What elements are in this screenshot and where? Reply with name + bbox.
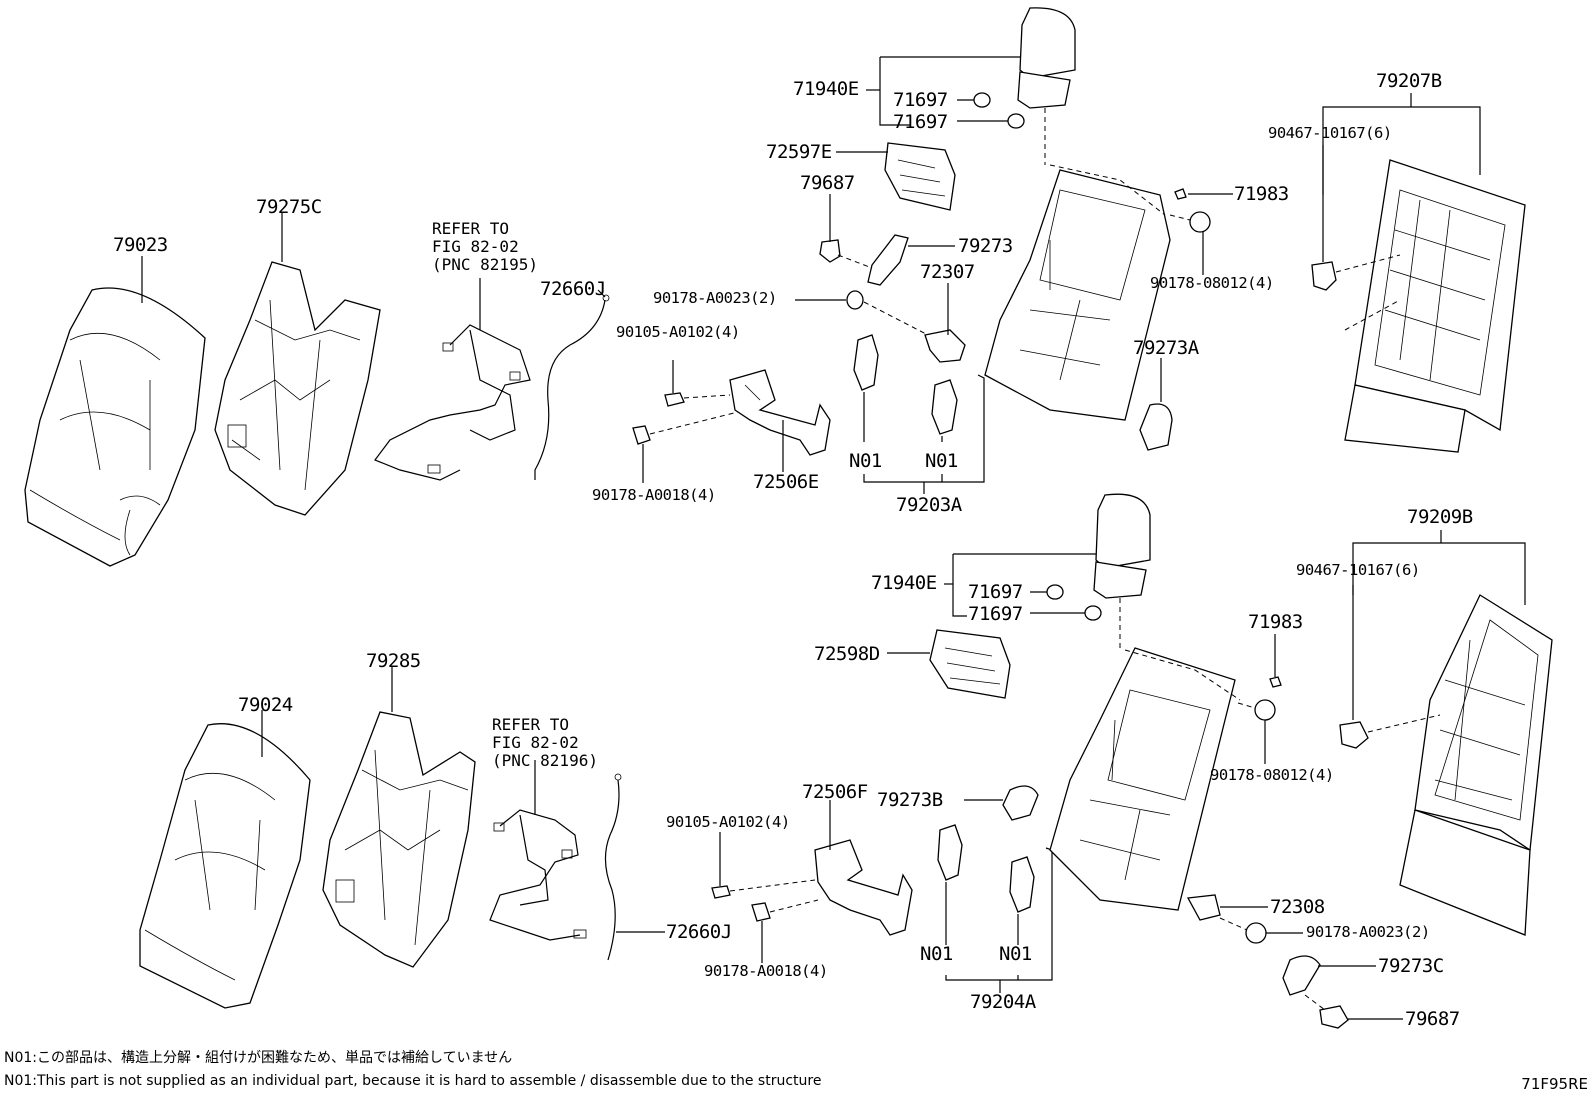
part-label-90178-A0023-bottom: 90178-A0023(2) bbox=[1306, 923, 1430, 941]
part-label-71940E-bottom: 71940E bbox=[871, 572, 937, 594]
part-label-90178-08012-bottom: 90178-08012(4) bbox=[1210, 766, 1334, 784]
part-label-79204A: 79204A bbox=[970, 991, 1036, 1013]
part-label-90105-top: 90105-A0102(4) bbox=[616, 323, 740, 341]
part-label-79285: 79285 bbox=[366, 650, 421, 672]
headrest-bottom bbox=[1093, 493, 1151, 599]
nut-90178-A0023-top bbox=[846, 290, 864, 310]
cover-79273 bbox=[867, 234, 909, 286]
seatback-pad-79275C bbox=[214, 261, 381, 516]
part-label-79687-bottom: 79687 bbox=[1405, 1008, 1460, 1030]
part-label-72660J-bottom: 72660J bbox=[666, 921, 732, 943]
cable-72660J-top bbox=[534, 299, 606, 480]
part-label-71983-top: 71983 bbox=[1234, 183, 1289, 205]
motor-N01-d bbox=[1009, 856, 1035, 913]
latch-72308 bbox=[1186, 894, 1221, 921]
part-label-90178-08012-top: 90178-08012(4) bbox=[1150, 274, 1274, 292]
seatback-cover-79024 bbox=[139, 723, 311, 1009]
nut-90178-A0018-bottom bbox=[751, 902, 771, 922]
headrest-top bbox=[1017, 7, 1076, 109]
part-label-71940E-top: 71940E bbox=[793, 78, 859, 100]
part-label-79209B: 79209B bbox=[1407, 506, 1473, 528]
motor-N01-c bbox=[937, 824, 963, 881]
nut-90178-08012-bottom bbox=[1254, 699, 1276, 721]
part-label-71697-d: 71697 bbox=[968, 603, 1023, 625]
part-label-N01-d: N01 bbox=[999, 943, 1032, 965]
motor-N01-b bbox=[931, 379, 958, 435]
refer-note-top: REFER TO FIG 82-02 (PNC 82195) bbox=[432, 219, 538, 274]
seatback-frame-79204A bbox=[1049, 647, 1241, 911]
cover-79273B bbox=[1002, 785, 1039, 821]
cable-72660J-bottom bbox=[604, 779, 620, 961]
part-label-71697-b: 71697 bbox=[893, 111, 948, 133]
part-label-72506F: 72506F bbox=[802, 781, 868, 803]
part-label-72506E: 72506E bbox=[753, 471, 819, 493]
part-label-72308: 72308 bbox=[1270, 896, 1325, 918]
clip-79687-top bbox=[819, 239, 841, 263]
seatback-frame-79203A bbox=[984, 164, 1171, 421]
part-label-79273B: 79273B bbox=[877, 789, 943, 811]
guide-71697-c bbox=[1046, 584, 1064, 600]
part-label-71697-a: 71697 bbox=[893, 89, 948, 111]
back-board-79209B bbox=[1399, 594, 1553, 936]
recliner-72506E bbox=[729, 369, 831, 456]
part-label-N01-c: N01 bbox=[920, 943, 953, 965]
part-label-72660J-top: 72660J bbox=[540, 278, 606, 300]
nut-90178-08012-top bbox=[1189, 211, 1211, 233]
part-label-79687-top: 79687 bbox=[800, 172, 855, 194]
part-label-79275C: 79275C bbox=[256, 196, 322, 218]
bolt-71983-top bbox=[1174, 188, 1187, 200]
bracket-72597E bbox=[884, 142, 956, 211]
recliner-72506F bbox=[814, 839, 913, 936]
part-label-N01-a: N01 bbox=[849, 450, 882, 472]
wire-harness-bottom bbox=[489, 809, 587, 941]
part-label-90178-A0023-top: 90178-A0023(2) bbox=[653, 289, 777, 307]
part-label-72598D: 72598D bbox=[814, 643, 880, 665]
part-label-72597E: 72597E bbox=[766, 141, 832, 163]
back-board-79207B bbox=[1344, 159, 1526, 453]
clip-90467-bottom bbox=[1339, 721, 1369, 749]
part-label-79273A: 79273A bbox=[1133, 337, 1199, 359]
bolt-90105-bottom bbox=[711, 885, 731, 899]
part-label-79273: 79273 bbox=[958, 235, 1013, 257]
part-label-90467-top: 90467-10167(6) bbox=[1268, 124, 1392, 142]
bracket-72598D bbox=[929, 629, 1011, 699]
part-label-72307: 72307 bbox=[920, 261, 975, 283]
part-label-90178-A0018-top: 90178-A0018(4) bbox=[592, 486, 716, 504]
clip-90467-top bbox=[1311, 261, 1337, 291]
part-label-79023: 79023 bbox=[113, 234, 168, 256]
guide-71697-a bbox=[973, 92, 991, 108]
seatback-cover-79023 bbox=[24, 287, 206, 567]
part-label-90105-bottom: 90105-A0102(4) bbox=[666, 813, 790, 831]
footnote-english: N01:This part is not supplied as an indi… bbox=[4, 1073, 822, 1089]
part-label-79273C: 79273C bbox=[1378, 955, 1444, 977]
clip-79687-bottom bbox=[1319, 1005, 1349, 1029]
part-label-71697-c: 71697 bbox=[968, 581, 1023, 603]
wire-harness-top bbox=[374, 324, 531, 481]
seatback-pad-79285 bbox=[322, 711, 476, 968]
motor-N01-a bbox=[853, 334, 879, 391]
cover-79273C bbox=[1282, 955, 1321, 996]
bolt-90105-top bbox=[664, 392, 685, 407]
nut-90178-A0018-top bbox=[632, 425, 651, 445]
footnote-japanese: N01:この部品は、構造上分解・組付けが困難なため、単品では補給していません bbox=[4, 1050, 513, 1066]
latch-72307 bbox=[924, 329, 966, 363]
part-label-71983-bottom: 71983 bbox=[1248, 611, 1303, 633]
nut-90178-A0023-bottom bbox=[1245, 922, 1267, 944]
bolt-71983-bottom bbox=[1269, 676, 1282, 688]
guide-71697-d bbox=[1084, 605, 1102, 621]
guide-71697-b bbox=[1007, 113, 1025, 129]
part-label-90178-A0018-bottom: 90178-A0018(4) bbox=[704, 962, 828, 980]
part-label-79207B: 79207B bbox=[1376, 70, 1442, 92]
figure-code: 71F95RE bbox=[1521, 1075, 1588, 1093]
part-label-N01-b: N01 bbox=[925, 450, 958, 472]
cover-79273A bbox=[1139, 403, 1173, 451]
part-label-90467-bottom: 90467-10167(6) bbox=[1296, 561, 1420, 579]
part-label-79024: 79024 bbox=[238, 694, 293, 716]
part-label-79203A: 79203A bbox=[896, 494, 962, 516]
refer-note-bottom: REFER TO FIG 82-02 (PNC 82196) bbox=[492, 715, 598, 770]
